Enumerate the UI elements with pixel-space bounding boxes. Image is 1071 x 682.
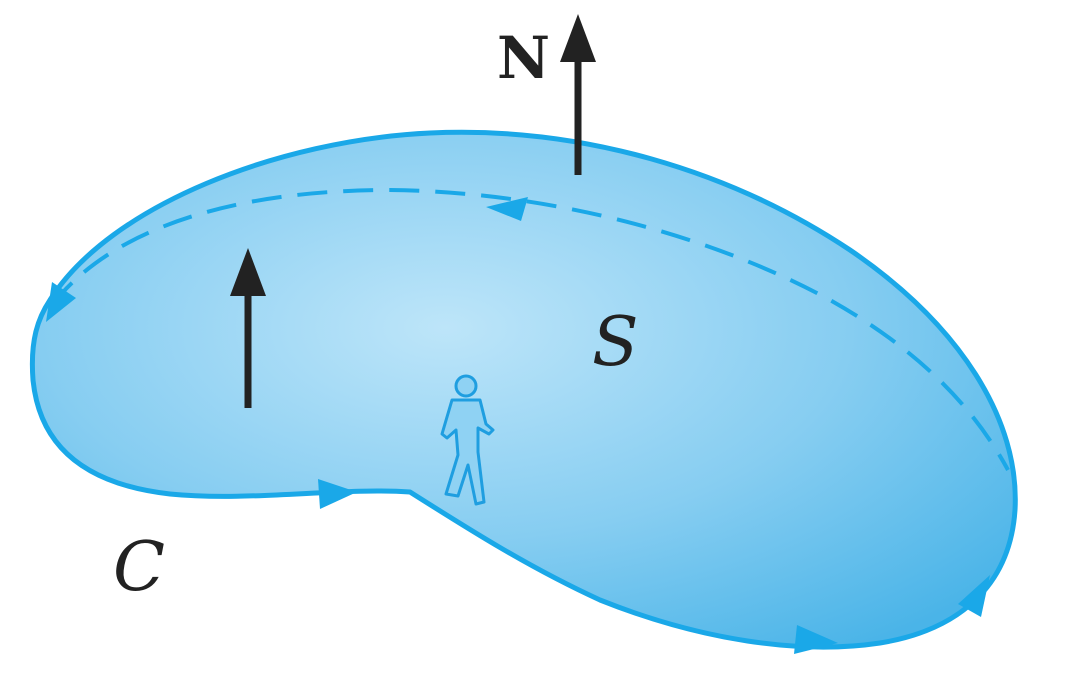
normal-vector-n-arrowhead: [560, 14, 596, 62]
dashed-back-boundary: [50, 187, 1010, 471]
boundary-arrowhead-right: [958, 575, 990, 617]
boundary-arrowhead-bottom: [794, 625, 838, 654]
boundary-arrowhead-left: [46, 282, 76, 322]
surface-s: [29, 129, 1018, 650]
label-normal-vector: N: [497, 24, 550, 92]
boundary-arrowhead-back: [486, 197, 528, 221]
surface-normal-arrowhead: [230, 248, 266, 296]
boundary-arrowhead-front: [318, 479, 357, 509]
label-curve: C: [113, 528, 165, 607]
person-walking-icon: [440, 374, 495, 506]
label-surface: S: [592, 303, 639, 382]
